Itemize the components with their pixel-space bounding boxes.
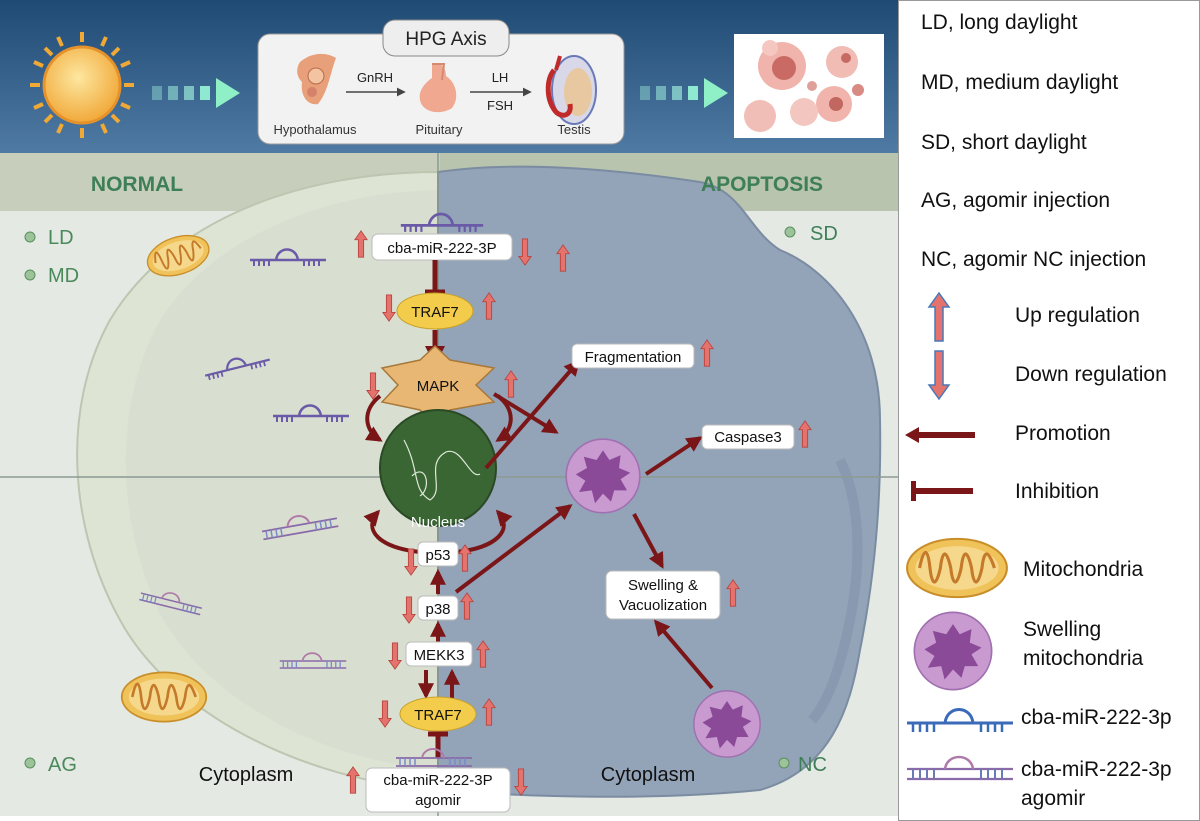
legend-ag: AG, agomir injection	[921, 189, 1111, 212]
promotion-arrow	[644, 436, 703, 476]
testis-icon	[545, 55, 597, 125]
caspase3-box	[701, 424, 795, 450]
legend-down: Down regulation	[1015, 363, 1167, 386]
mekk3-box	[405, 641, 473, 667]
caspase3-label: Caspase3	[714, 429, 782, 446]
gnrh-label: GnRH	[357, 70, 393, 85]
mitochondria-icon	[120, 670, 208, 724]
mirna-top-label: cba-miR-222-3P	[387, 240, 496, 257]
promotion-arrow	[653, 619, 714, 690]
promotion-arrow	[454, 504, 573, 594]
apoptosis-label: APOPTOSIS	[701, 173, 823, 196]
swelling-box	[605, 570, 721, 620]
agomir-label-line1: cba-miR-222-3P	[383, 772, 492, 789]
nucleus-label: Nucleus	[411, 514, 465, 531]
nc-label: NC	[798, 754, 827, 776]
testis-label: Testis	[557, 122, 591, 137]
mapk-label: MAPK	[417, 378, 460, 395]
sd-dot	[784, 226, 796, 238]
normal-cell-inner	[125, 190, 438, 770]
legend-up: Up regulation	[1015, 304, 1140, 327]
nucleus	[379, 409, 497, 527]
fragmentation-label: Fragmentation	[585, 349, 682, 366]
swelling-mitochondria-icon	[913, 611, 993, 691]
mekk3-label: MEKK3	[414, 647, 465, 664]
promotion-arrow	[492, 392, 559, 434]
mirna-agomir-icon	[907, 755, 1013, 781]
ld-dot	[24, 231, 36, 243]
hpg-axis-title-box	[382, 19, 510, 57]
p53-label: p53	[425, 547, 450, 564]
hypothalamus-label: Hypothalamus	[273, 122, 357, 137]
apoptotic-cells-image	[734, 34, 884, 138]
traf7-bottom-ellipse	[399, 696, 477, 732]
lh-label: LH	[492, 70, 509, 85]
up-regulation-icon	[927, 291, 951, 342]
mitochondria-icon	[906, 537, 1008, 599]
dashed-arrow-icon	[640, 78, 728, 108]
nc-dot	[778, 757, 790, 769]
chromatin-icon	[411, 471, 428, 497]
agomir-box	[365, 767, 511, 813]
agomir-label-line2: agomir	[415, 792, 461, 809]
swelling-mitochondria-icon	[565, 438, 641, 514]
traf7-top-ellipse	[396, 292, 474, 330]
pituitary-icon	[419, 63, 457, 113]
legend-agomir-line2: agomir	[1021, 787, 1086, 810]
p53-box	[417, 541, 459, 567]
traf7-bottom-label: TRAF7	[414, 707, 462, 724]
promotion-arrow	[484, 359, 581, 470]
inhibition-icon	[911, 481, 973, 501]
legend-mirna: cba-miR-222-3p	[1021, 706, 1172, 729]
fragmentation-box	[571, 343, 695, 369]
legend-panel: LD, long daylight MD, medium daylight SD…	[898, 0, 1200, 821]
hypothalamus-icon	[297, 53, 336, 105]
normal-label: NORMAL	[91, 173, 183, 196]
legend-swelling-line2: mitochondria	[1023, 647, 1144, 670]
legend-agomir-line1: cba-miR-222-3p	[1021, 758, 1172, 781]
p38-box	[417, 595, 459, 621]
mirna-icon	[907, 708, 1013, 732]
pituitary-label: Pituitary	[416, 122, 463, 137]
legend-inhibition: Inhibition	[1015, 480, 1100, 503]
down-regulation-icon	[927, 350, 951, 401]
legend-mitochondria: Mitochondria	[1023, 558, 1144, 581]
legend-promotion: Promotion	[1015, 422, 1111, 445]
chromatin-icon	[403, 439, 481, 501]
fsh-label: FSH	[487, 98, 513, 113]
md-label: MD	[48, 265, 79, 287]
legend-ld: LD, long daylight	[921, 11, 1078, 34]
p38-label: p38	[425, 601, 450, 618]
ag-label: AG	[48, 754, 77, 776]
promotion-arrow-icon	[905, 427, 975, 443]
sun-icon	[30, 32, 134, 138]
legend-swelling-line1: Swelling	[1023, 618, 1102, 641]
dashed-arrow-icon	[152, 78, 240, 108]
cytoplasm-left-label: Cytoplasm	[199, 764, 293, 786]
ag-dot	[24, 757, 36, 769]
cytoplasm-right-label: Cytoplasm	[601, 764, 695, 786]
apoptotic-cell	[437, 165, 882, 798]
swelling-label-line1: Swelling &	[628, 577, 698, 594]
legend-sd: SD, short daylight	[921, 131, 1087, 154]
legend-nc: NC, agomir NC injection	[921, 248, 1147, 271]
swelling-label-line2: Vacuolization	[619, 597, 707, 614]
sd-label: SD	[810, 223, 838, 245]
promotion-arrow	[364, 394, 383, 442]
md-dot	[24, 269, 36, 281]
mirna-top-box	[371, 233, 513, 261]
traf7-top-label: TRAF7	[411, 304, 459, 321]
hpg-axis-title: HPG Axis	[405, 29, 486, 50]
swelling-mitochondria-icon	[693, 690, 761, 758]
promotion-arrow	[632, 513, 664, 569]
ld-label: LD	[48, 227, 74, 249]
apoptotic-cell-fold	[808, 457, 863, 724]
mapk-star	[380, 344, 496, 426]
legend-md: MD, medium daylight	[921, 71, 1119, 94]
